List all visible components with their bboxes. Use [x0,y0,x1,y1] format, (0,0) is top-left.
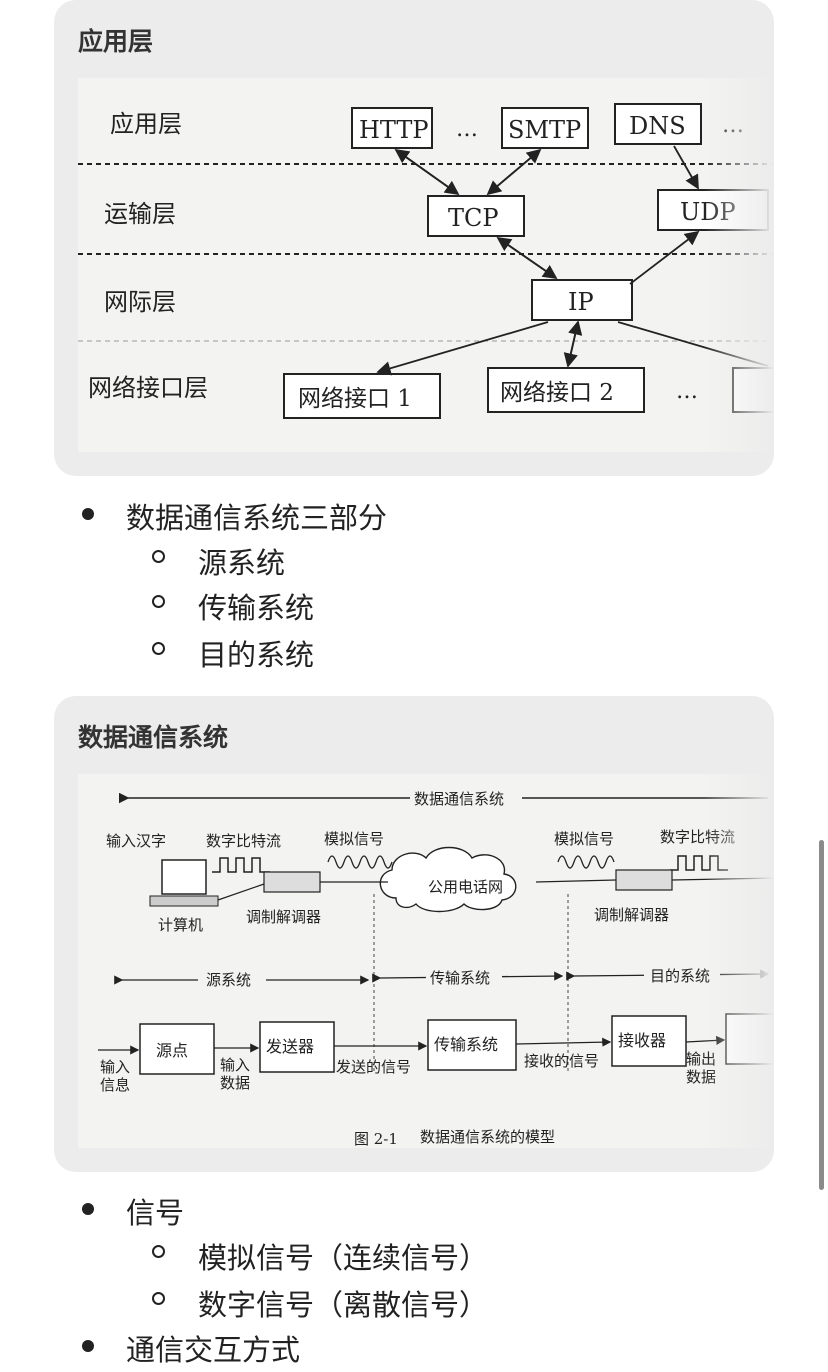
label-destination-system: 目的系统 [650,967,710,985]
label-output-data: 输出 [686,1050,716,1068]
scrollbar[interactable] [819,840,824,1190]
card-title: 应用层 [78,27,154,56]
data-comm-diagram: 数据通信系统 输入汉字 数字比特流 模拟信号 模拟信号 数字比特流 计算机 调制… [98,788,774,1148]
tcpip-layer-figure[interactable]: 应用层 运输层 网际层 网络接口层 HTTP … SMTP DNS … TCP … [78,78,774,452]
card-title: 数据通信系统 [78,723,229,752]
protocol-tcp: TCP [448,204,499,232]
interface-1: 网络接口 1 [298,386,412,412]
protocol-udp: UDP [680,198,736,226]
data-comm-figure[interactable]: 数据通信系统 输入汉字 数字比特流 模拟信号 模拟信号 数字比特流 计算机 调制… [78,774,774,1148]
bullet-dot [82,1203,94,1215]
label-digital-stream: 数字比特流 [660,828,735,846]
label-input-chinese: 输入汉字 [106,832,166,850]
bullet-circle [152,550,165,563]
label-input-data: 输入 [220,1056,250,1074]
ellipsis: … [456,117,478,142]
list-item-three-parts: 数据通信系统三部分 [126,501,388,535]
label-output-data: 数据 [686,1068,716,1086]
bullet-dot [82,1340,94,1352]
protocol-http: HTTP [359,116,429,144]
label-analog-signal: 模拟信号 [324,830,384,848]
sub-item-analog-signal: 模拟信号（连续信号） [198,1241,489,1275]
label-sent-signal: 发送的信号 [336,1058,411,1076]
block-receiver: 接收器 [618,1031,666,1050]
label-data-comm-system: 数据通信系统 [414,790,504,808]
label-transmission-system: 传输系统 [430,969,490,987]
protocol-dns: DNS [629,112,686,140]
layer-label: 网络接口层 [88,374,208,402]
protocol-ip: IP [568,288,594,316]
bullet-circle [152,1292,165,1305]
label-input-data: 数据 [220,1074,250,1092]
label-pstn: 公用电话网 [428,878,503,896]
label-input-info: 信息 [100,1076,130,1094]
label-computer: 计算机 [158,916,203,934]
sub-item-destination-system: 目的系统 [198,638,315,672]
image-card-data-comm: 数据通信系统 数据通信系统 输入汉字 数字比特流 模拟信号 模拟信号 数字比特流 [54,696,774,1172]
block-transmission: 传输系统 [434,1035,498,1054]
label-modem: 调制解调器 [246,908,321,926]
figure-caption-number: 图 2-1 [354,1130,398,1148]
sub-item-source-system: 源系统 [198,546,286,580]
bullet-circle [152,1245,165,1258]
label-digital-stream: 数字比特流 [206,832,281,850]
label-source-system: 源系统 [206,971,251,989]
block-transmitter: 发送器 [266,1037,314,1056]
image-card-app-layer: 应用层 应用层 运输层 网际层 网络接口层 HTTP … SMTP DNS [54,0,774,476]
list-item-signal: 信号 [126,1196,185,1230]
bullet-dot [82,508,94,520]
layer-label: 运输层 [104,200,176,228]
ellipsis: … [722,113,744,138]
layer-label: 网际层 [104,288,176,316]
label-received-signal: 接收的信号 [524,1052,599,1070]
block-source: 源点 [156,1041,188,1060]
sub-item-digital-signal: 数字信号（离散信号） [198,1288,489,1322]
tcpip-diagram: 应用层 运输层 网际层 网络接口层 HTTP … SMTP DNS … TCP … [78,103,774,419]
sub-item-transmission-system: 传输系统 [198,591,315,625]
figure-caption: 数据通信系统的模型 [420,1128,555,1146]
label-modem: 调制解调器 [594,906,669,924]
label-analog-signal: 模拟信号 [554,830,614,848]
list-item-comm-interaction: 通信交互方式 [126,1333,301,1367]
layer-label: 应用层 [110,110,182,138]
protocol-smtp: SMTP [508,116,581,144]
bullet-circle [152,642,165,655]
bullet-circle [152,595,165,608]
ellipsis: … [676,379,698,404]
interface-2: 网络接口 2 [500,380,614,406]
label-input-info: 输入 [100,1058,130,1076]
